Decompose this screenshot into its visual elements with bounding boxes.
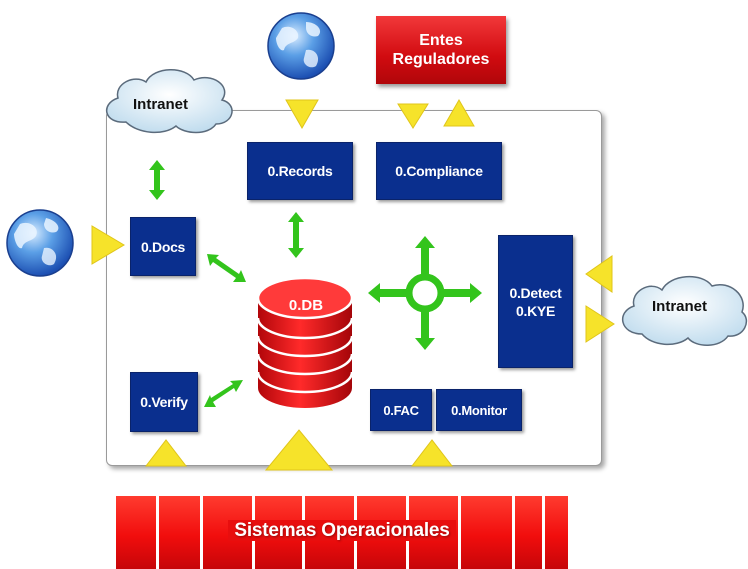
bar-divider xyxy=(458,496,461,569)
regulators-box: Entes Reguladores xyxy=(376,16,506,84)
module-verify: 0.Verify xyxy=(130,372,198,432)
module-monitor: 0.Monitor xyxy=(436,389,522,431)
database-icon xyxy=(256,276,354,408)
operational-systems-bar: Sistemas Operacionales xyxy=(116,496,568,569)
triangle-arrow xyxy=(264,429,334,471)
double-arrow xyxy=(204,380,243,407)
double-arrow xyxy=(207,254,246,282)
hub-icon xyxy=(368,236,482,350)
globe-icon xyxy=(6,209,74,277)
arrows-yellow xyxy=(91,98,615,471)
cloud-icon xyxy=(622,275,748,346)
module-records: 0.Records xyxy=(247,142,353,200)
triangle-arrow xyxy=(285,99,319,130)
triangle-arrow xyxy=(585,305,615,343)
module-detect-line2: 0.KYE xyxy=(516,302,555,319)
intranet-left-label: Intranet xyxy=(133,96,189,113)
regulators-line2: Reguladores xyxy=(392,51,490,68)
bar-divider xyxy=(156,496,159,569)
triangle-arrow xyxy=(585,255,613,293)
module-docs: 0.Docs xyxy=(130,217,196,276)
triangle-arrow xyxy=(144,439,188,467)
double-arrow xyxy=(149,160,165,200)
triangle-arrow xyxy=(91,225,125,265)
cloud-icon xyxy=(106,69,233,134)
module-detect-line1: 0.Detect xyxy=(509,284,562,301)
triangle-arrow xyxy=(397,103,429,129)
intranet-right-label: Intranet xyxy=(652,298,708,315)
bar-divider xyxy=(542,496,545,569)
bar-divider xyxy=(200,496,203,569)
module-detect: 0.Detect 0.KYE xyxy=(498,235,573,368)
globe-icon xyxy=(267,12,335,80)
arrows-green xyxy=(149,160,304,407)
module-compliance: 0.Compliance xyxy=(376,142,502,200)
regulators-line1: Entes xyxy=(419,32,463,49)
triangle-arrow xyxy=(410,439,454,467)
database-label: 0.DB xyxy=(288,297,324,314)
triangle-arrow xyxy=(443,98,475,127)
module-fac: 0.FAC xyxy=(370,389,432,431)
operational-systems-label: Sistemas Operacionales xyxy=(228,520,456,541)
double-arrow xyxy=(288,212,304,258)
bar-divider xyxy=(512,496,515,569)
